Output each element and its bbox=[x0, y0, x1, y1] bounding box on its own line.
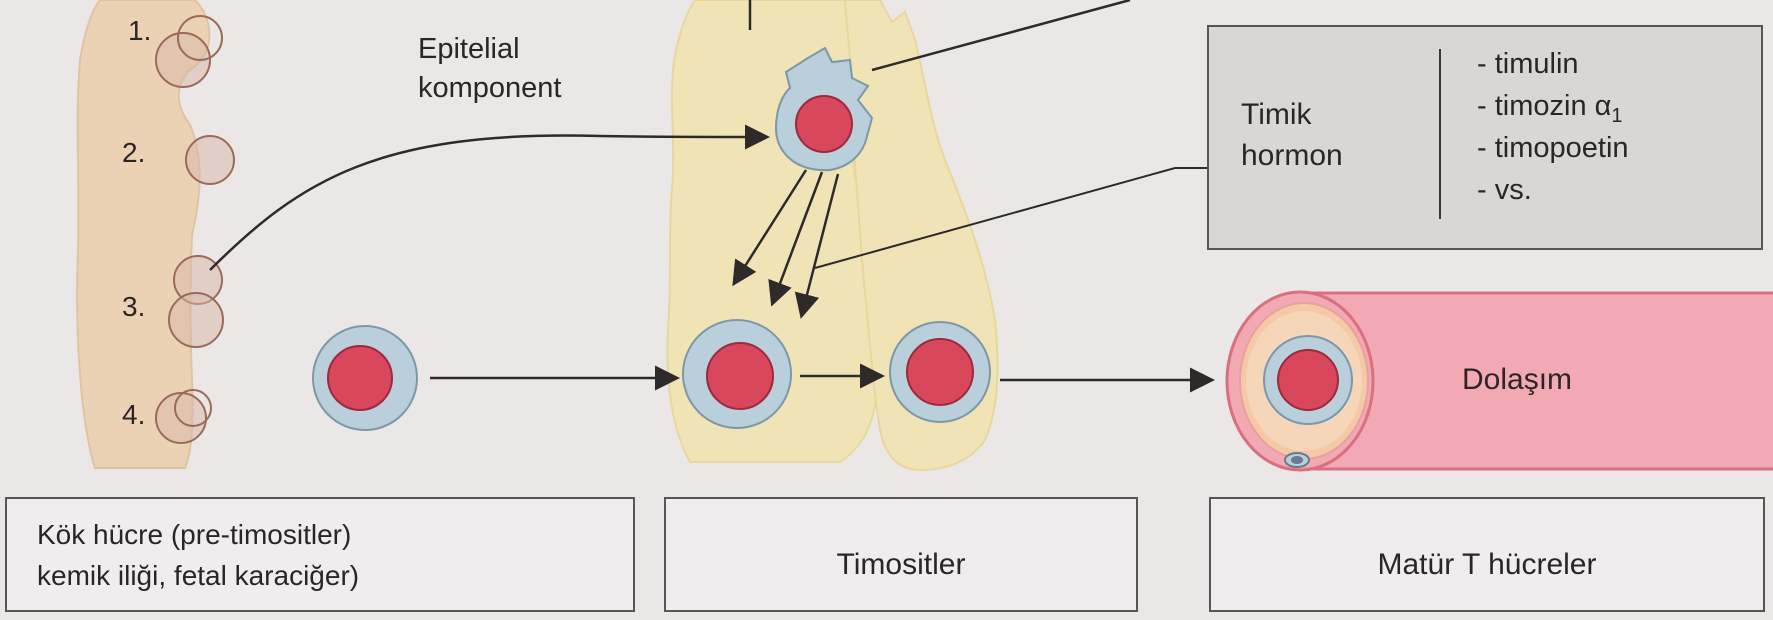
hormone-item-timozin-text: - timozin α bbox=[1477, 90, 1611, 122]
thymocytes-box-text: Timositler bbox=[666, 547, 1136, 583]
epithelial-nucleus bbox=[796, 96, 852, 152]
hormone-item-timopoetin: - timopoetin bbox=[1477, 131, 1629, 166]
pouch-3b bbox=[169, 293, 223, 347]
mature-t-cell-nucleus bbox=[1278, 350, 1338, 410]
thymic-hormone-box: Timik hormon - timulin - timozin α1 - ti… bbox=[1207, 25, 1763, 250]
pouch-number-1: 1. bbox=[128, 14, 151, 48]
pouch-number-3: 3. bbox=[122, 290, 145, 324]
thymic-hormone-title: Timik hormon bbox=[1241, 95, 1343, 176]
hormone-item-timozin: - timozin α1 bbox=[1477, 89, 1623, 128]
epithelial-component-label: Epitelial komponent bbox=[418, 30, 562, 108]
thymocytes-box: Timositler bbox=[664, 497, 1138, 612]
hormone-item-timulin: - timulin bbox=[1477, 47, 1579, 82]
hormone-item-vs: - vs. bbox=[1477, 173, 1532, 208]
stem-cell-box-text: Kök hücre (pre-timositler) kemik iliği, … bbox=[37, 515, 359, 596]
alpha-subscript: 1 bbox=[1611, 105, 1622, 127]
pouch-number-2: 2. bbox=[122, 136, 145, 170]
circulation-label: Dolaşım bbox=[1462, 362, 1572, 398]
thymocyte-1-nucleus bbox=[707, 343, 773, 409]
pouch-number-4: 4. bbox=[122, 398, 145, 432]
stem-cell-nucleus bbox=[328, 346, 392, 410]
small-cell-in-vessel-nucleus bbox=[1291, 456, 1303, 464]
pouch-4a bbox=[156, 393, 206, 443]
thymocyte-2-nucleus bbox=[907, 339, 973, 405]
mature-t-cells-box-text: Matür T hücreler bbox=[1211, 547, 1763, 583]
mature-t-cells-box: Matür T hücreler bbox=[1209, 497, 1765, 612]
pouch-2 bbox=[186, 136, 234, 184]
stem-cell-box: Kök hücre (pre-timositler) kemik iliği, … bbox=[5, 497, 635, 612]
hormone-divider bbox=[1439, 49, 1441, 219]
